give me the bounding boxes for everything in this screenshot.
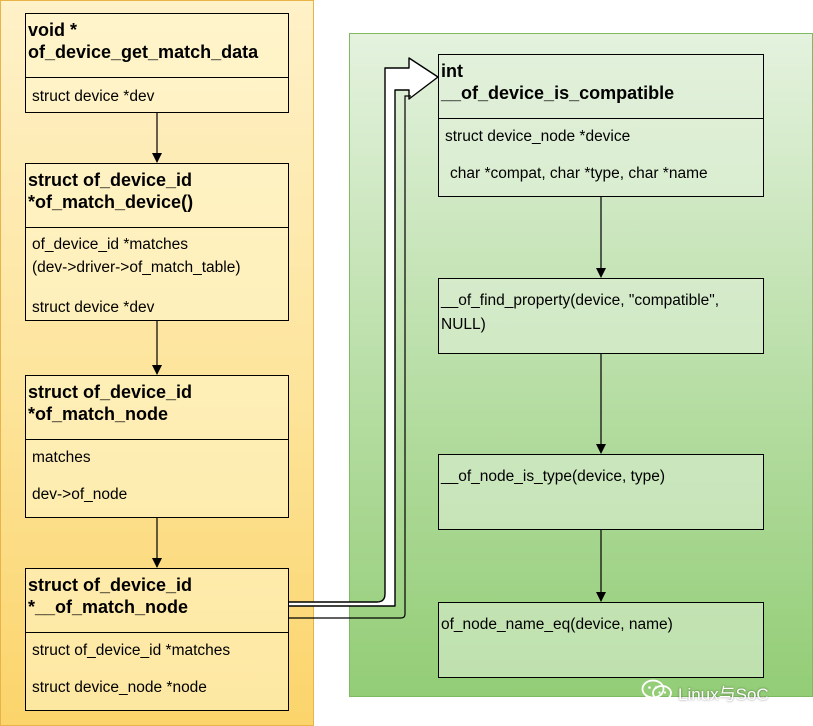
- box-of-device-get-match-data: void * of_device_get_match_data struct d…: [25, 13, 289, 113]
- box-of-find-property: __of_find_property(device, "compatible",…: [438, 278, 764, 354]
- box-title: struct of_device_id *__of_match_node: [26, 569, 288, 633]
- title-line-1: struct of_device_id: [28, 170, 193, 190]
- param-device: struct device_node *device: [445, 128, 631, 145]
- box-of-node-is-type: __of_node_is_type(device, type): [438, 454, 764, 530]
- param-matches: struct of_device_id *matches: [32, 642, 231, 659]
- watermark: Linux与SoC: [641, 678, 791, 704]
- box-title: void * of_device_get_match_data: [26, 14, 288, 78]
- param-dev: struct device *dev: [32, 88, 155, 105]
- param-match-table: (dev->driver->of_match_table): [32, 259, 241, 276]
- title-line-2: *of_match_node: [28, 404, 169, 424]
- param-matches: of_device_id *matches: [32, 236, 188, 253]
- title-line-2: __of_device_is_compatible: [441, 83, 675, 103]
- box-title: struct of_device_id *of_match_node: [26, 376, 288, 440]
- call-line-1: __of_node_is_type(device, type): [441, 468, 666, 485]
- param-of-node: dev->of_node: [32, 486, 128, 503]
- call-line-1: __of_find_property(device, "compatible",: [441, 292, 720, 309]
- title-line-2: of_device_get_match_data: [28, 42, 259, 62]
- wechat-icon: [641, 679, 672, 702]
- box-of-match-device: struct of_device_id *of_match_device() o…: [25, 163, 289, 321]
- call-line-2: NULL): [441, 316, 486, 333]
- title-line-1: struct of_device_id: [28, 382, 193, 402]
- box-title: int __of_device_is_compatible: [439, 55, 763, 119]
- box-underscore-of-match-node: struct of_device_id *__of_match_node str…: [25, 568, 289, 711]
- call-line-1: of_node_name_eq(device, name): [441, 616, 673, 633]
- param-dev: struct device *dev: [32, 299, 155, 316]
- param-node: struct device_node *node: [32, 679, 207, 696]
- box-of-node-name-eq: of_node_name_eq(device, name): [438, 602, 764, 678]
- param-matches: matches: [32, 449, 91, 466]
- box-of-device-is-compatible: int __of_device_is_compatible struct dev…: [438, 54, 764, 197]
- title-line-2: *of_match_device(): [28, 192, 194, 212]
- title-line-1: struct of_device_id: [28, 575, 193, 595]
- title-line-1: int: [441, 61, 463, 81]
- title-line-2: *__of_match_node: [28, 597, 189, 617]
- watermark-text: Linux与SoC: [678, 685, 769, 704]
- box-title: struct of_device_id *of_match_device(): [26, 164, 288, 228]
- param-compat-type-name: char *compat, char *type, char *name: [450, 165, 708, 182]
- title-line-1: void *: [28, 20, 78, 40]
- box-of-match-node: struct of_device_id *of_match_node match…: [25, 375, 289, 518]
